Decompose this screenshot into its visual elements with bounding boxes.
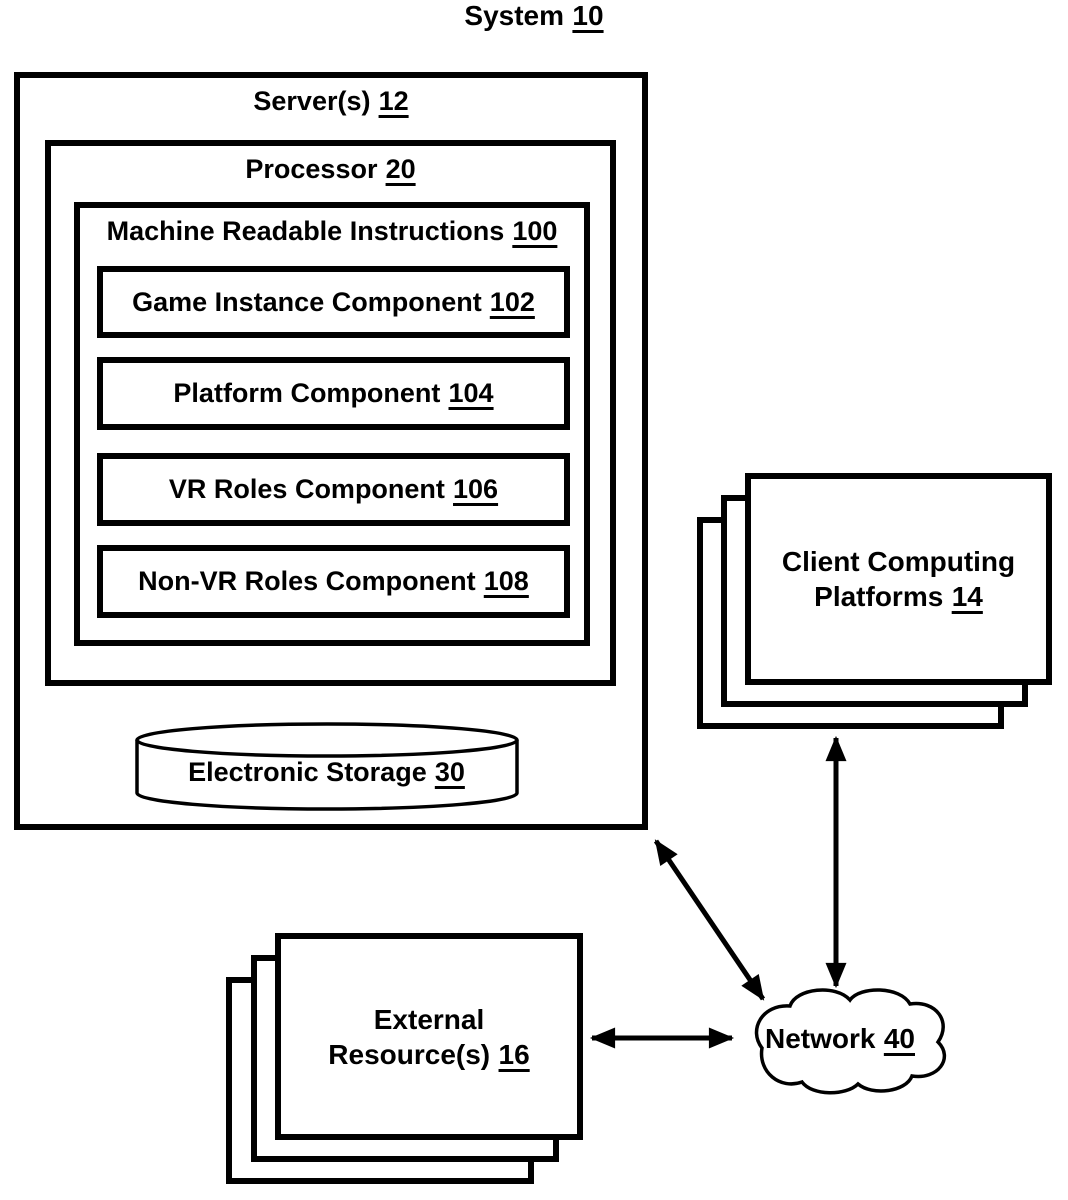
game-instance-component-ref: 102 [489, 286, 535, 317]
storage-label-text: Electronic Storage [188, 757, 427, 787]
server-label-ref: 12 [378, 86, 409, 116]
external-resources-label-line2: Resource(s)16 [328, 1038, 530, 1070]
non-vr-roles-component-ref: 108 [483, 566, 529, 596]
vr-roles-component-label: VR Roles Component [168, 474, 445, 504]
mri-label-ref: 100 [512, 216, 558, 246]
storage-label-ref: 30 [434, 757, 465, 787]
network-label-text: Network [764, 1023, 876, 1054]
processor-label-text: Processor [245, 154, 378, 184]
server-label: Server(s)12 [20, 78, 642, 117]
external-resources-ref: 16 [498, 1038, 530, 1070]
client-platforms-label-line1: Client Computing [781, 546, 1016, 577]
external-resources-label-line1: External [373, 1003, 485, 1035]
platform-component-label: Platform Component [173, 378, 441, 408]
server-label-text: Server(s) [253, 86, 371, 116]
figure-title-ref: 10 [572, 0, 604, 31]
non-vr-roles-component-label: Non-VR Roles Component [138, 566, 476, 596]
processor-label-ref: 20 [385, 154, 416, 184]
vr-roles-component-ref: 106 [453, 474, 499, 504]
figure-title-text: System [464, 0, 565, 31]
arrow-server-network [653, 839, 766, 1001]
network-label-ref: 40 [883, 1023, 915, 1054]
external-resources-box-front: External Resource(s)16 [275, 933, 583, 1140]
client-platforms-ref: 14 [951, 581, 983, 612]
vr-roles-component-box: VR Roles Component 106 [97, 453, 570, 526]
mri-label-text: Machine Readable Instructions [106, 216, 505, 246]
platform-component-ref: 104 [448, 378, 494, 408]
game-instance-component-label: Game Instance Component [132, 286, 482, 317]
